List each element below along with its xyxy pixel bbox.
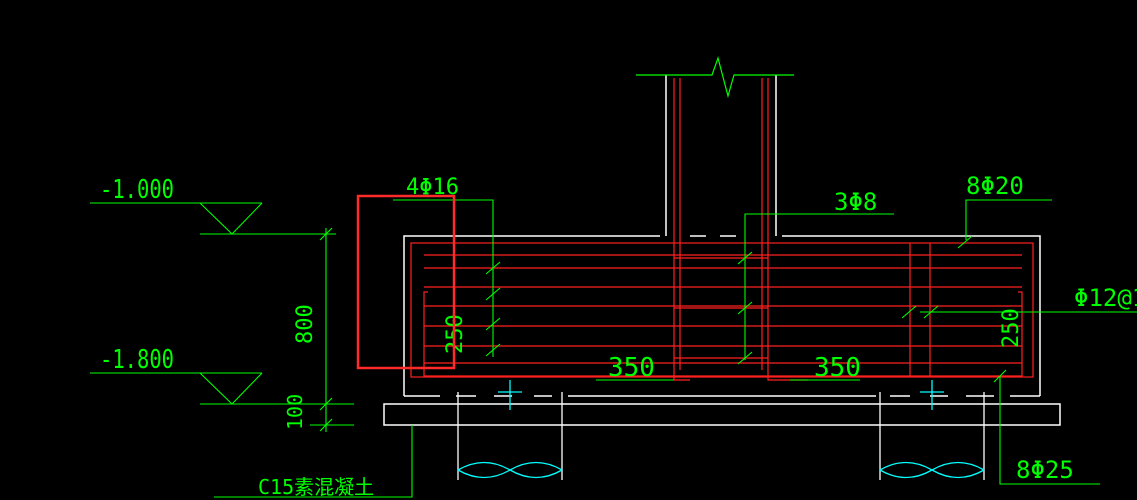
right-span-label: 350 [814,353,861,383]
column [665,75,777,236]
cushion-thickness-label: 100 [283,394,307,430]
pile-left [457,392,563,480]
highlight-box[interactable] [356,194,456,370]
beam-outline [403,235,1041,396]
elevation-bottom-label: -1.800 [100,345,174,375]
right-end-height-label: 250 [999,308,1024,348]
rebar-side-stirrup-label: Φ12@1 [1074,284,1137,312]
annotations: -1.000 -1.800 800 100 250 250 350 350 4Φ… [100,172,1137,499]
material-note: C15素混凝土 [258,475,374,499]
rebar-top-main-label: 8Φ20 [966,172,1024,200]
pile-break-curves [457,380,985,479]
break-line [636,55,794,99]
rebar-stirrup-label: 3Φ8 [834,188,877,216]
rebar-bottom-main-label: 8Φ25 [1016,456,1074,484]
annotation-leaders [90,199,1137,498]
beam-height-label: 800 [293,304,318,344]
left-end-height-label: 250 [443,314,468,354]
left-span-label: 350 [608,353,655,383]
elevation-top-label: -1.000 [100,175,174,205]
rebar [410,78,1034,381]
pile-right [879,392,985,480]
plain-concrete-cushion [383,395,1061,426]
